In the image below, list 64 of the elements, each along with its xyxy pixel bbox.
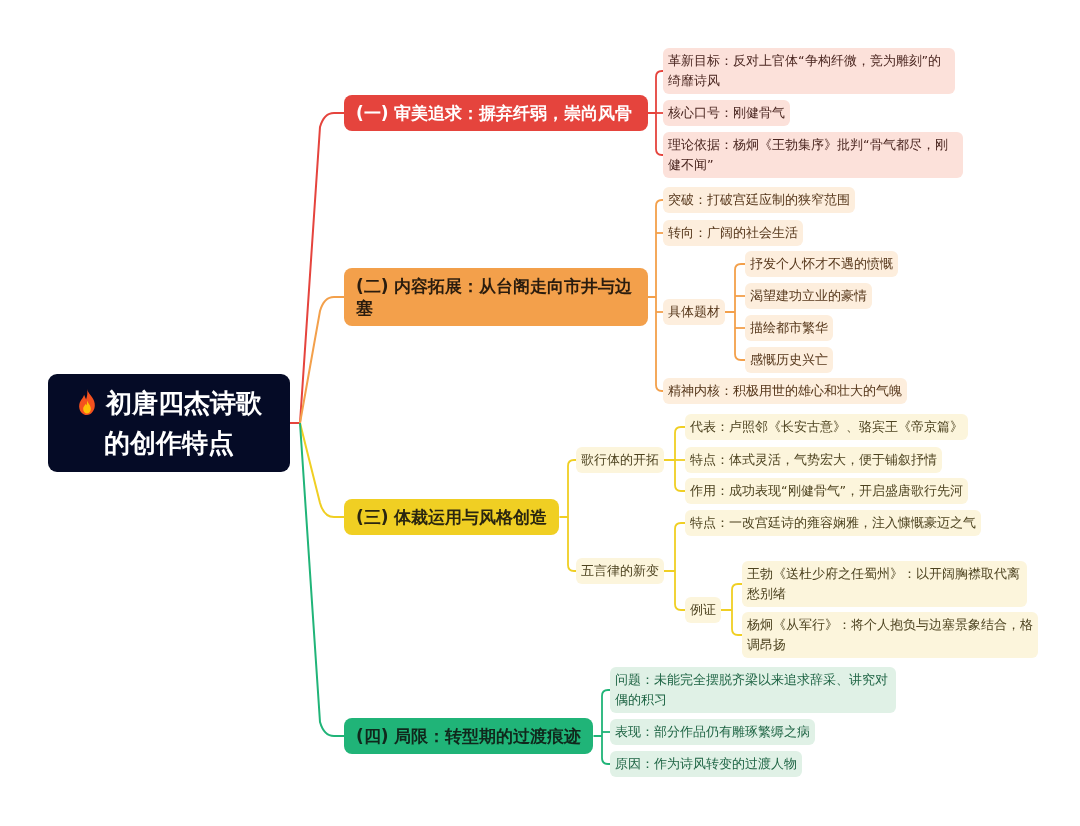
connector-line <box>655 311 664 313</box>
branch-topic-box: (四) 局限：转型期的过渡痕迹 <box>344 718 594 754</box>
subtopic-box: 革新目标：反对上官体“争构纤微，竞为雕刻”的绮靡诗风 <box>663 48 955 94</box>
branch-topic-box: (三) 体裁运用与风格创造 <box>344 499 560 535</box>
branch-topic-box: (一) 审美追求：摒弃纤弱，崇尚风骨 <box>344 95 648 131</box>
subtopic-box: 表现：部分作品仍有雕琢繁缛之病 <box>610 719 815 745</box>
subtopic-box: 特点：一改宫廷诗的雍容娴雅，注入慷慨豪迈之气 <box>685 510 981 536</box>
connector-line <box>734 353 746 361</box>
connector-line <box>601 689 611 697</box>
subtopic-box: 突破：打破宫廷应制的狭窄范围 <box>663 187 855 213</box>
connector-line <box>674 459 686 461</box>
connector-line <box>655 70 664 78</box>
connector-line <box>647 76 657 150</box>
connector-line <box>663 432 676 486</box>
subtopic-box: 抒发个人怀才不遇的愤慨 <box>745 251 898 277</box>
subtopic-box: 原因：作为诗风转变的过渡人物 <box>610 751 802 777</box>
subtopic-box: 问题：未能完全摆脱齐梁以来追求辞采、讲究对偶的积习 <box>610 667 896 713</box>
subtopic-box: 特点：体式灵活，气势宏大，便于铺叙抒情 <box>685 447 942 473</box>
subtopic-box: 描绘都市繁华 <box>745 315 833 341</box>
connector-line <box>674 522 686 530</box>
connector-line <box>734 263 746 271</box>
connector-line <box>289 422 301 424</box>
subtopic-box: 五言律的新变 <box>576 558 664 584</box>
connector-line <box>655 148 664 156</box>
subtopic-box: 渴望建功立业的豪情 <box>745 283 872 309</box>
subtopic-box: 理论依据：杨炯《王勃集序》批判“骨气都尽，刚健不闻” <box>663 132 963 178</box>
connector-line <box>674 484 686 492</box>
subtopic-box: 王勃《送杜少府之任蜀州》：以开阔胸襟取代离愁别绪 <box>742 561 1027 607</box>
subtopic-box: 精神内核：积极用世的雄心和壮大的气魄 <box>663 378 907 404</box>
connector-line <box>674 603 686 611</box>
subtopic-box: 杨炯《从军行》：将个人抱负与边塞景象结合，格调昂扬 <box>742 612 1038 658</box>
connector-line <box>655 199 664 207</box>
connector-line <box>655 232 664 234</box>
central-topic-box <box>48 374 290 472</box>
subtopic-box: 核心口号：刚健骨气 <box>663 100 790 126</box>
connector-line <box>655 112 664 114</box>
connector-line <box>734 295 746 297</box>
subtopic-box: 具体题材 <box>663 299 725 325</box>
connector-line <box>720 589 733 630</box>
subtopic-box: 作用：成功表现“刚健骨气”，开启盛唐歌行先河 <box>685 478 969 504</box>
connector-line <box>592 695 603 759</box>
branch-topic-box: (二) 内容拓展：从台阁走向市井与边塞 <box>344 268 648 326</box>
map-title: 初唐四杰诗歌的创作特点 <box>104 388 262 458</box>
subtopic-box: 歌行体的开拓 <box>576 447 664 473</box>
connector-line <box>567 459 577 467</box>
connector-line <box>601 731 611 733</box>
subtopic-box: 代表：卢照邻《长安古意》、骆宾王《帝京篇》 <box>685 414 968 440</box>
connector-line <box>674 426 686 434</box>
connector-line <box>655 384 664 392</box>
connector-line <box>731 583 743 591</box>
connector-line <box>558 465 569 566</box>
connector-line <box>734 327 746 329</box>
subtopic-box: 感慨历史兴亡 <box>745 347 833 373</box>
connector-line <box>567 564 577 572</box>
connector-line <box>299 422 345 518</box>
connector-line <box>731 628 743 636</box>
connector-line <box>299 296 345 424</box>
subtopic-box: 例证 <box>685 597 721 623</box>
connector-line <box>647 205 657 386</box>
connector-line <box>724 269 736 355</box>
subtopic-box: 转向：广阔的社会生活 <box>663 220 803 246</box>
connector-line <box>299 422 345 737</box>
connector-line <box>601 757 611 765</box>
connector-line <box>663 528 676 605</box>
